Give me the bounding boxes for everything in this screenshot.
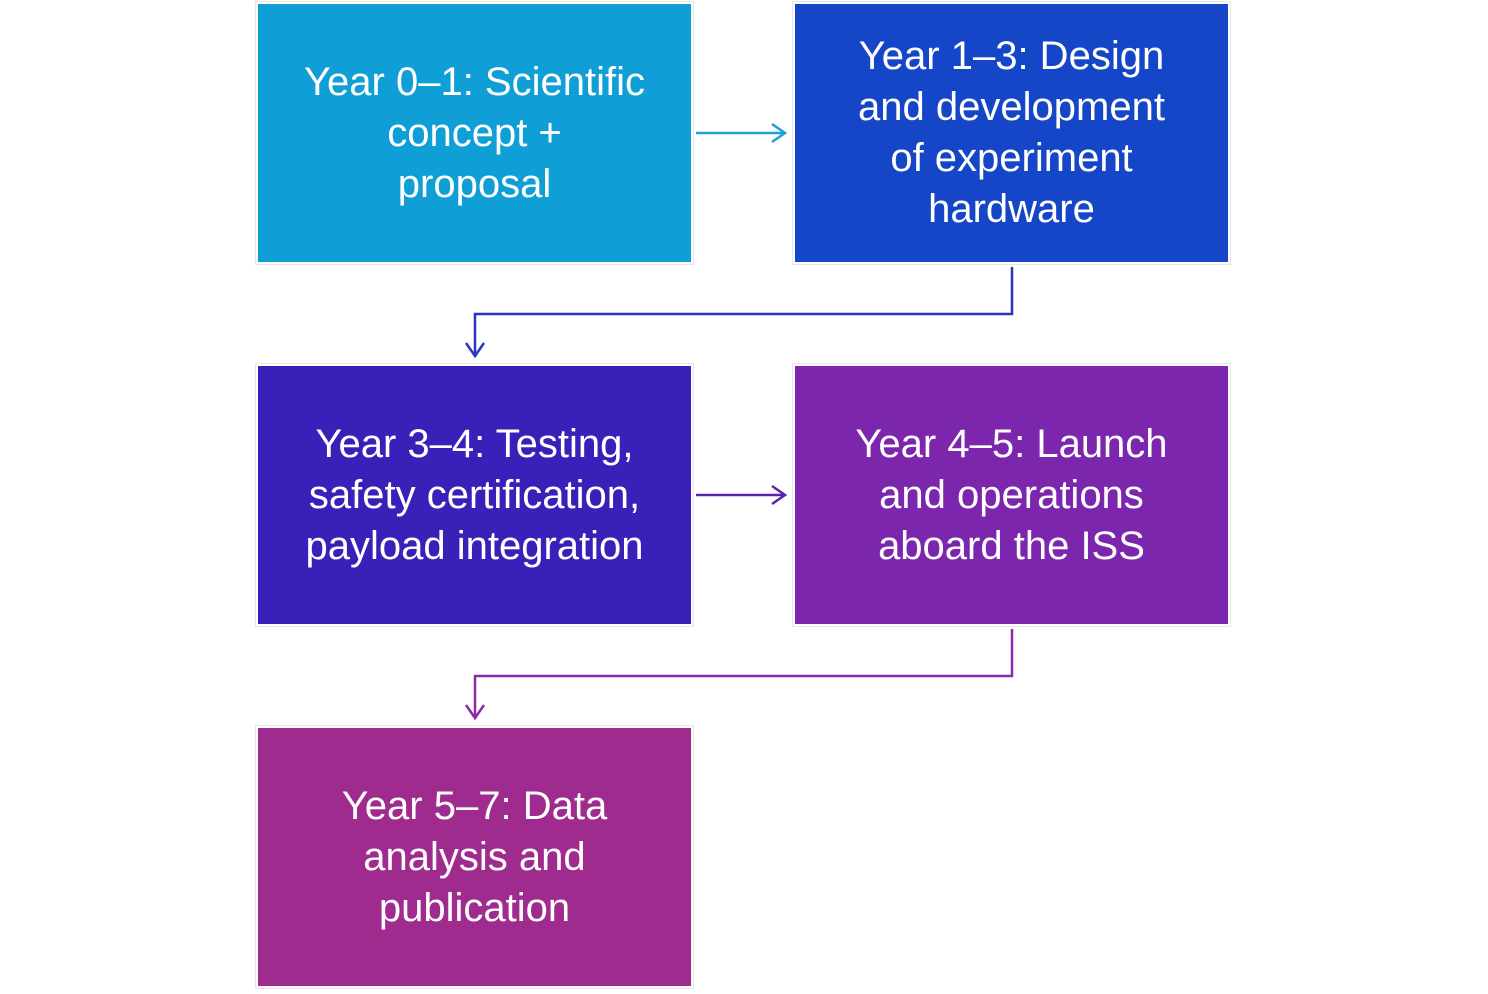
step-box-testing-certification: Year 3–4: Testing, safety certification,… — [255, 363, 694, 627]
step-label: Year 0–1: Scientific concept + proposal — [304, 59, 645, 206]
arrow-step4-to-step5 — [464, 629, 1014, 721]
step-box-scientific-concept: Year 0–1: Scientific concept + proposal — [255, 1, 694, 265]
arrow-step2-to-step3 — [464, 267, 1014, 359]
arrow-step3-to-step4 — [696, 484, 788, 506]
step-box-launch-operations: Year 4–5: Launch and operations aboard t… — [792, 363, 1231, 627]
arrow-step1-to-step2 — [696, 122, 788, 144]
step-box-data-analysis: Year 5–7: Data analysis and publication — [255, 725, 694, 989]
step-label: Year 5–7: Data analysis and publication — [341, 783, 608, 930]
step-label: Year 1–3: Design and development of expe… — [858, 34, 1165, 231]
step-label: Year 4–5: Launch and operations aboard t… — [855, 421, 1168, 568]
step-box-design-development: Year 1–3: Design and development of expe… — [792, 1, 1231, 265]
step-label: Year 3–4: Testing, safety certification,… — [305, 421, 644, 568]
